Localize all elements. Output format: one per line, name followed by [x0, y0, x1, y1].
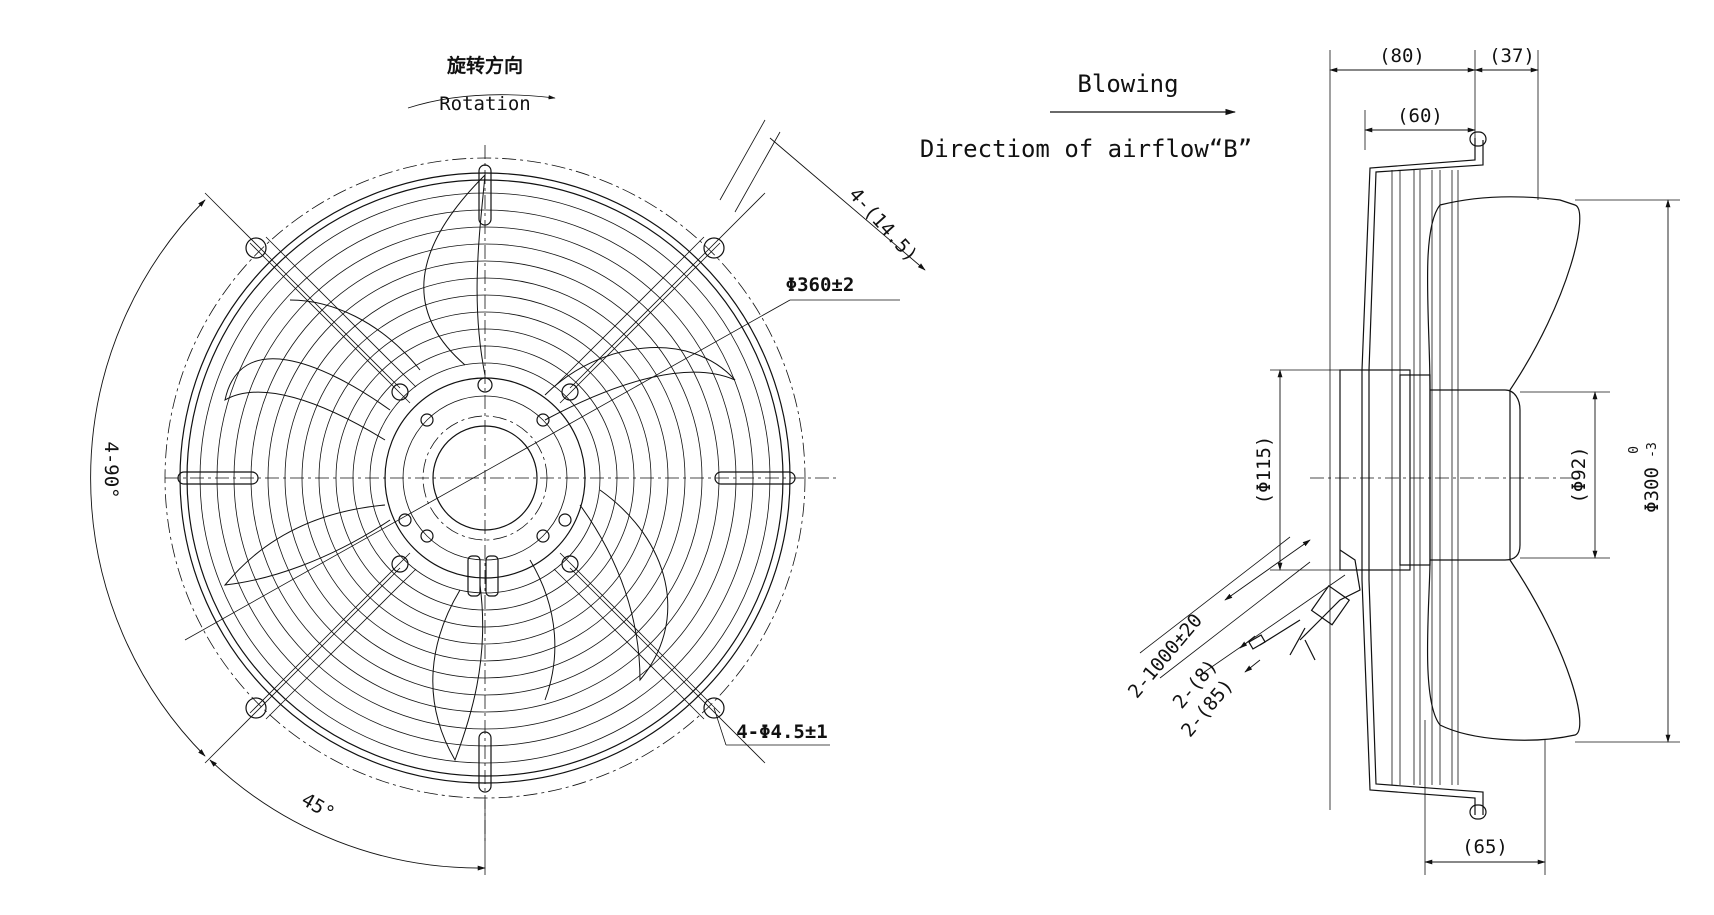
front-view: 旋转方向 Rotation — [90, 54, 926, 875]
rotation-label-cn: 旋转方向 — [446, 54, 523, 77]
slot-width-label: 4-(14.5) — [844, 184, 922, 267]
hub-tab-right — [558, 513, 572, 527]
arm-lug-se — [703, 697, 725, 719]
arm-lug-nw-inner — [391, 383, 409, 401]
blade-8 — [289, 299, 421, 371]
hub-bolt-3 — [420, 529, 434, 543]
guard-tab-right — [714, 471, 796, 485]
arm-lug-sw — [245, 697, 267, 719]
dim-300-tol-lower: -3 — [1645, 442, 1660, 458]
side-view: Blowing Directiom of airflow“B” (80) (37… — [920, 45, 1680, 875]
angle-arc-45 — [209, 759, 486, 871]
mounting-arms — [204, 192, 766, 764]
cable-length-dim — [1224, 539, 1311, 601]
airflow-direction-label: Directiom of airflow“B” — [920, 135, 1252, 163]
arm-lug-se-inner — [561, 555, 579, 573]
blade-profile — [1426, 196, 1581, 741]
blade-5 — [223, 504, 391, 586]
dim-65-label: (65) — [1462, 836, 1508, 858]
blade-3 — [579, 489, 669, 682]
blade-4 — [432, 584, 484, 762]
arm-lug-ne — [703, 237, 725, 259]
blade-6 — [224, 358, 391, 441]
cable-gland-2 — [485, 555, 499, 597]
dim-80-label: (80) — [1379, 45, 1425, 67]
blade-2 — [544, 347, 736, 421]
guard-tab-left — [177, 471, 259, 485]
angle-45-label: 45° — [298, 789, 339, 825]
arm-lug-sw-inner — [391, 555, 409, 573]
hub-bolt-1 — [420, 413, 434, 427]
outer-diameter-label: Φ360±2 — [786, 274, 855, 296]
rotation-arrow — [407, 94, 556, 109]
cable-assembly — [1139, 536, 1361, 679]
hub-tab-left — [398, 513, 412, 527]
arm-lug-nw — [245, 237, 267, 259]
dim-300-tol-upper: 0 — [1627, 446, 1642, 454]
blade-7 — [529, 559, 556, 701]
dim-60-label: (60) — [1397, 105, 1443, 127]
dim-92-label: (Φ92) — [1568, 446, 1590, 503]
hub-bolt-4 — [536, 529, 550, 543]
dim-115-label: (Φ115) — [1253, 436, 1275, 505]
fan-blades — [223, 173, 736, 762]
cable-gland-1 — [467, 555, 481, 597]
blade-1 — [423, 173, 486, 376]
dim-300-label: Φ300 — [1641, 467, 1663, 513]
hub-bolt-2 — [536, 413, 550, 427]
mount-holes-label: 4-Φ4.5±1 — [736, 721, 828, 743]
angle-90-label: 4-90° — [100, 441, 122, 498]
blowing-label: Blowing — [1077, 70, 1178, 98]
motor-rotor — [1430, 389, 1521, 561]
rotation-label-en: Rotation — [439, 93, 531, 115]
guard-side-profile — [1361, 131, 1487, 820]
motor-body-back — [1339, 369, 1411, 571]
arm-lug-ne-inner — [561, 383, 579, 401]
dim-37-label: (37) — [1489, 45, 1535, 67]
motor-flange — [1399, 374, 1431, 566]
guard-tab-top — [478, 164, 492, 226]
angle-arc-90 — [90, 199, 206, 757]
diameter-leader — [184, 299, 791, 641]
